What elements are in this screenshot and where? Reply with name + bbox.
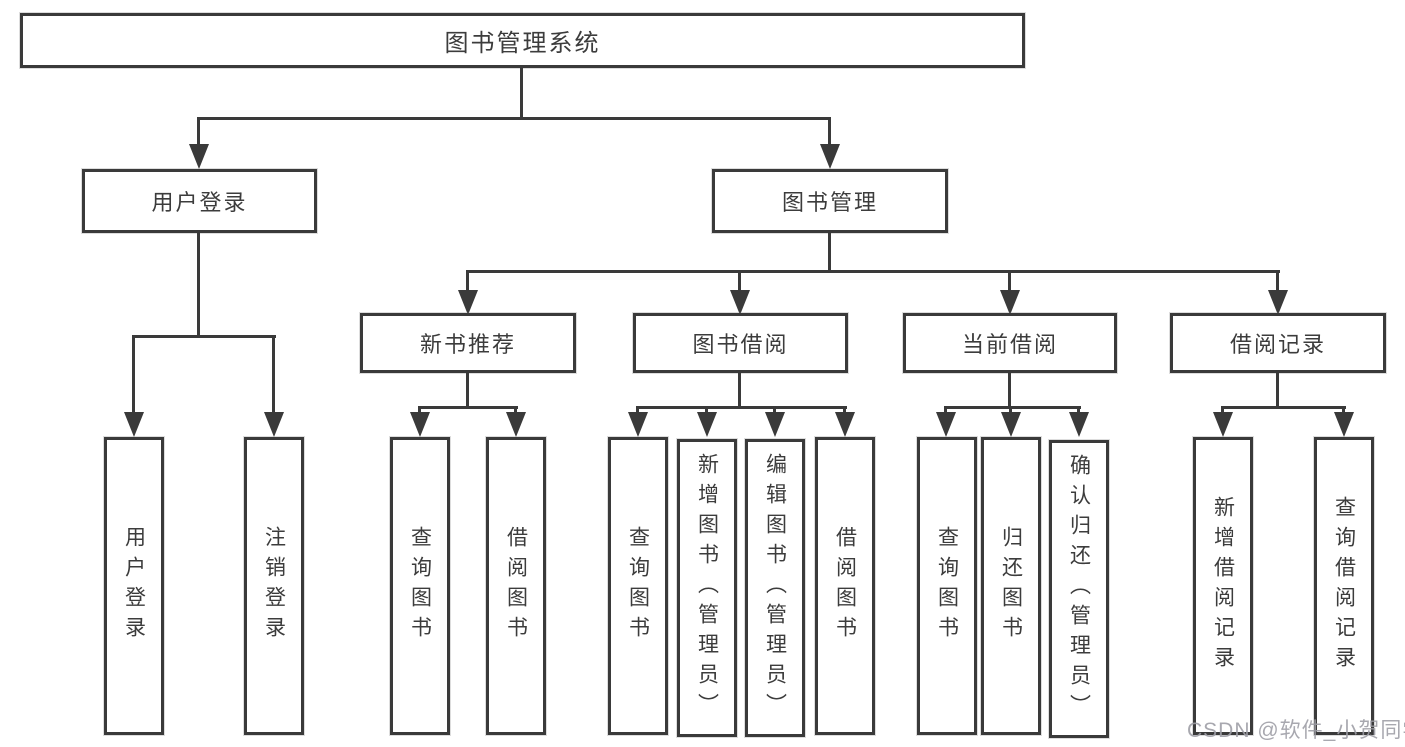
arrowhead-groupC-leaf1: [628, 412, 648, 437]
connector-book-management-stem: [828, 233, 831, 273]
leaf-recommend-query-books-label: 查询图书: [408, 526, 432, 646]
connector-groupC-stem: [738, 373, 741, 409]
arrowhead-groupC-leaf4: [835, 412, 855, 437]
arrowhead-user-login: [189, 144, 209, 169]
connector-groupE-bar: [1221, 406, 1346, 409]
leaf-logout: 注销登录: [244, 437, 304, 735]
leaf-borrow-borrow-books: 借阅图书: [815, 437, 875, 735]
connector-drop-book-borrow: [738, 270, 741, 295]
connector-groupB-bar: [418, 406, 518, 409]
leaf-user-login: 用户登录: [104, 437, 164, 735]
leaf-current-confirm-return-admin: 确认归还（管理员）: [1049, 440, 1109, 738]
connector-drop-leaf-logout: [272, 335, 275, 415]
connector-drop-borrow-records: [1276, 270, 1279, 295]
connector-root-stem: [520, 68, 523, 118]
node-current-borrow: 当前借阅: [903, 313, 1117, 373]
connector-groupE-stem: [1276, 373, 1279, 409]
leaf-user-login-label: 用户登录: [122, 526, 146, 646]
node-new-book-recommend: 新书推荐: [360, 313, 576, 373]
arrowhead-groupE-leaf1: [1213, 412, 1233, 437]
node-user-login: 用户登录: [82, 169, 317, 233]
node-book-borrow: 图书借阅: [633, 313, 848, 373]
connector-drop-current-borrow: [1008, 270, 1011, 295]
arrowhead-groupE-leaf2: [1334, 412, 1354, 437]
connector-groupD-bar: [944, 406, 1081, 409]
arrowhead-groupD-leaf3: [1069, 412, 1089, 437]
arrowhead-new-book: [458, 290, 478, 315]
arrowhead-current-borrow: [1000, 290, 1020, 315]
leaf-records-add-record-label: 新增借阅记录: [1211, 496, 1235, 676]
connector-drop-book-management: [828, 117, 831, 149]
leaf-records-add-record: 新增借阅记录: [1193, 437, 1253, 735]
arrowhead-groupB-leaf2: [506, 412, 526, 437]
leaf-records-query-record: 查询借阅记录: [1314, 437, 1374, 735]
connector-drop-user-login: [197, 117, 200, 149]
csdn-watermark: CSDN @软件_小贺同学: [1187, 719, 1405, 742]
leaf-records-query-record-label: 查询借阅记录: [1332, 496, 1356, 676]
leaf-borrow-edit-books-admin: 编辑图书（管理员）: [745, 439, 805, 737]
connector-groupA-bar: [132, 335, 276, 338]
connector-user-login-stem: [197, 233, 200, 338]
node-library-management-system: 图书管理系统: [20, 13, 1025, 68]
leaf-current-query-books: 查询图书: [917, 437, 977, 735]
leaf-borrow-edit-books-admin-label: 编辑图书（管理员）: [763, 453, 787, 723]
node-borrow-records: 借阅记录: [1170, 313, 1386, 373]
arrowhead-leaf-logout: [264, 412, 284, 437]
arrowhead-groupD-leaf1: [936, 412, 956, 437]
leaf-current-return-books-label: 归还图书: [999, 526, 1023, 646]
leaf-borrow-add-books-admin: 新增图书（管理员）: [677, 439, 737, 737]
leaf-recommend-query-books: 查询图书: [390, 437, 450, 735]
arrowhead-groupC-leaf2: [697, 412, 717, 437]
leaf-recommend-borrow-books-label: 借阅图书: [504, 526, 528, 646]
connector-level1-bar: [197, 117, 831, 120]
connector-drop-leaf-login: [132, 335, 135, 415]
connector-groupD-stem: [1008, 373, 1011, 409]
leaf-borrow-query-books: 查询图书: [608, 437, 668, 735]
leaf-borrow-borrow-books-label: 借阅图书: [833, 526, 857, 646]
leaf-current-return-books: 归还图书: [981, 437, 1041, 735]
arrowhead-groupB-leaf1: [410, 412, 430, 437]
arrowhead-book-borrow: [730, 290, 750, 315]
arrowhead-leaf-login: [124, 412, 144, 437]
leaf-recommend-borrow-books: 借阅图书: [486, 437, 546, 735]
connector-drop-new-book: [466, 270, 469, 295]
node-book-management: 图书管理: [712, 169, 948, 233]
leaf-current-confirm-return-admin-label: 确认归还（管理员）: [1067, 454, 1091, 724]
arrowhead-book-management: [820, 144, 840, 169]
leaf-logout-label: 注销登录: [262, 526, 286, 646]
arrowhead-borrow-records: [1268, 290, 1288, 315]
arrowhead-groupC-leaf3: [765, 412, 785, 437]
arrowhead-groupD-leaf2: [1001, 412, 1021, 437]
connector-groupB-stem: [466, 373, 469, 409]
leaf-current-query-books-label: 查询图书: [935, 526, 959, 646]
leaf-borrow-query-books-label: 查询图书: [626, 526, 650, 646]
connector-groupC-bar: [636, 406, 847, 409]
connector-level2-bar: [466, 270, 1280, 273]
leaf-borrow-add-books-admin-label: 新增图书（管理员）: [695, 453, 719, 723]
